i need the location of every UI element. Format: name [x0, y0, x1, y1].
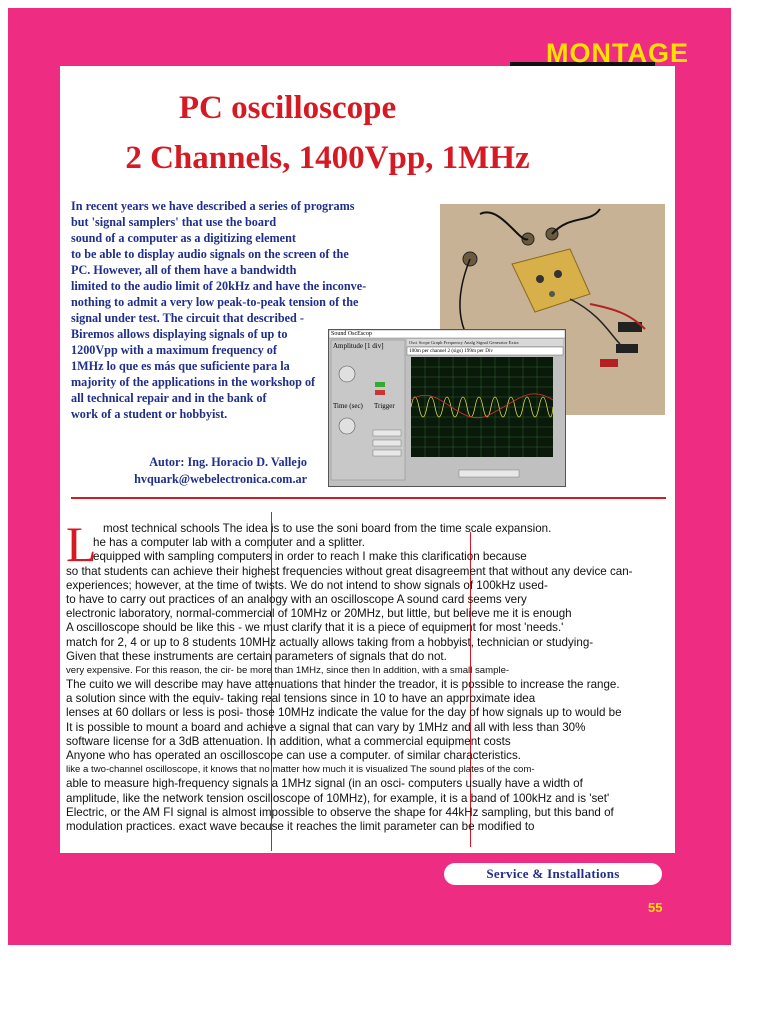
body-line: A oscilloscope should be like this - we …: [66, 621, 564, 635]
intro-line: but 'signal samplers' that use the board: [71, 215, 277, 229]
body-line: Electric, or the AM FI signal is almost …: [66, 805, 614, 819]
tab-caption: Osci Scope Graph Frequency Analg Signal …: [409, 340, 519, 345]
body-line: electronic laboratory, normal-commercial…: [66, 607, 572, 621]
trigger-label: Trigger: [374, 402, 395, 410]
author-name: Autor: Ing. Horacio D. Vallejo: [149, 455, 307, 469]
footer-section-label: Service & Installations: [444, 863, 662, 885]
body-line: so that students can achieve their highe…: [66, 564, 633, 578]
amplitude-label: Amplitude [1 div]: [333, 342, 384, 350]
body-line: a solution since with the equiv- taking …: [66, 692, 536, 706]
intro-line: sound of a computer as a digitizing elem…: [71, 231, 296, 245]
body-line: The cuito we will describe may have atte…: [66, 678, 620, 692]
body-line: very expensive. For this reason, the cir…: [66, 664, 510, 676]
body-line: able to measure high-frequency signals a…: [66, 777, 583, 791]
section-divider: [71, 497, 666, 499]
body-line: equipped with sampling computers in orde…: [93, 550, 527, 564]
oscilloscope-window-drawing: [329, 330, 565, 486]
body-line: Given that these instruments are certain…: [66, 649, 447, 663]
oscilloscope-software-screenshot: Sound OscEscop Osci Scope Graph Frequenc…: [328, 329, 566, 487]
intro-line: all technical repair and in the bank of: [71, 391, 267, 405]
intro-line: limited to the audio limit of 20kHz and …: [71, 279, 367, 293]
intro-line: 1200Vpp with a maximum frequency of: [71, 343, 277, 357]
scope-readout: 100m per channel 2 (sigs) 199m per Div: [409, 348, 493, 354]
time-label: Time (sec): [333, 402, 363, 410]
body-line: software license for a 3dB attenuation. …: [66, 734, 511, 748]
body-line: experiences; however, at the time of twi…: [66, 578, 548, 592]
article-title-line1: PC oscilloscope: [178, 90, 397, 126]
body-line: lenses at 60 dollars or less is posi- th…: [66, 706, 622, 720]
window-title: Sound OscEscop: [331, 331, 372, 337]
intro-line: nothing to admit a very low peak-to-peak…: [71, 295, 359, 309]
intro-paragraph: In recent years we have described a seri…: [71, 198, 381, 422]
article-panel: PC oscilloscope 2 Channels, 1400Vpp, 1MH…: [60, 66, 675, 853]
amplitude-label-text: Amplitude: [333, 342, 363, 350]
intro-line: Biremos allows displaying signals of up …: [71, 327, 288, 341]
body-line: he has a computer lab with a computer an…: [93, 536, 365, 550]
section-title: MONTAGE: [546, 38, 689, 68]
author-email[interactable]: hvquark@webelectronica.com.ar: [134, 472, 307, 486]
intro-line: to be able to display audio signals on t…: [71, 247, 349, 261]
intro-line: In recent years we have described a seri…: [71, 199, 355, 213]
intro-line: majority of the applications in the work…: [71, 375, 316, 389]
drop-cap: L: [66, 516, 97, 572]
author-block: Autor: Ing. Horacio D. Vallejo hvquark@w…: [124, 454, 307, 488]
body-line: Anyone who has operated an oscilloscope …: [66, 749, 521, 762]
intro-line: PC. However, all of them have a bandwidt…: [71, 263, 297, 277]
body-line: modulation practices. exact wave because…: [66, 819, 535, 833]
article-title-line2: 2 Channels, 1400Vpp, 1MHz: [125, 140, 530, 176]
body-line: most technical schools The idea is to us…: [103, 522, 552, 535]
body-line: amplitude, like the network tension osci…: [66, 791, 610, 805]
column-rule-1: [271, 512, 272, 851]
page-number: 55: [648, 900, 663, 915]
intro-line: 1MHz lo que es más que suficiente para l…: [71, 359, 290, 373]
body-line: like a two-channel oscilloscope, it know…: [66, 764, 535, 776]
body-line: to have to carry out practices of an ana…: [66, 592, 527, 606]
intro-line: signal under test. The circuit that desc…: [71, 311, 304, 325]
intro-line: work of a student or hobbyist.: [71, 407, 228, 421]
column-rule-2: [470, 532, 471, 847]
amplitude-value: 1 div: [367, 342, 382, 350]
body-line: match for 2, 4 or up to 8 students 10MHz…: [66, 635, 594, 649]
body-text: most technical schools The idea is to us…: [66, 522, 650, 834]
body-line: It is possible to mount a board and achi…: [66, 720, 586, 734]
